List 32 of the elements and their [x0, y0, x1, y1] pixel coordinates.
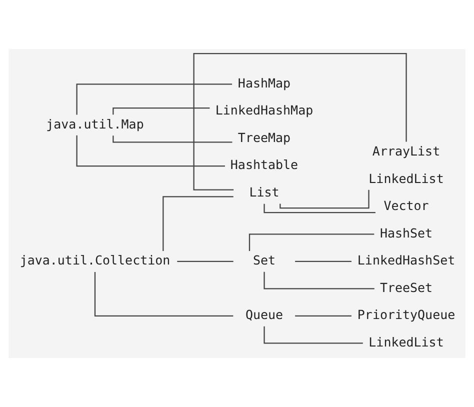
- connector: [162, 196, 234, 252]
- connector: [177, 260, 234, 262]
- connector: [94, 272, 234, 317]
- node-text: LinkedList: [368, 170, 444, 186]
- node-text: LinkedList: [368, 334, 444, 350]
- connector: [76, 84, 232, 115]
- node-text: HashSet: [380, 225, 433, 240]
- connector: [264, 204, 376, 214]
- connector: [112, 108, 210, 115]
- connector: [264, 272, 374, 290]
- node-text: Set: [252, 252, 276, 268]
- node-text: TreeMap: [238, 130, 291, 145]
- node-text: HashMap: [238, 75, 291, 90]
- node-text: Queue: [245, 307, 284, 322]
- node-text: PriorityQueue: [357, 307, 456, 322]
- node-text: Vector: [384, 198, 429, 214]
- connector: [193, 52, 407, 190]
- node-text: LinkedHashMap: [215, 102, 314, 118]
- connector: [248, 234, 374, 251]
- node-text: java.util.Map: [46, 116, 144, 132]
- connector: [280, 190, 370, 209]
- connector: [264, 326, 363, 344]
- connector: [76, 135, 225, 167]
- node-text: LinkedHashSet: [357, 252, 456, 268]
- connector: [295, 315, 352, 317]
- node-text: TreeSet: [380, 280, 433, 295]
- node-text: List: [249, 184, 280, 200]
- connector: [112, 136, 232, 143]
- node-text: java.util.Collection: [20, 252, 170, 268]
- node-text: ArrayList: [372, 144, 440, 159]
- connector: [295, 260, 352, 262]
- node-text: Hashtable: [230, 157, 298, 172]
